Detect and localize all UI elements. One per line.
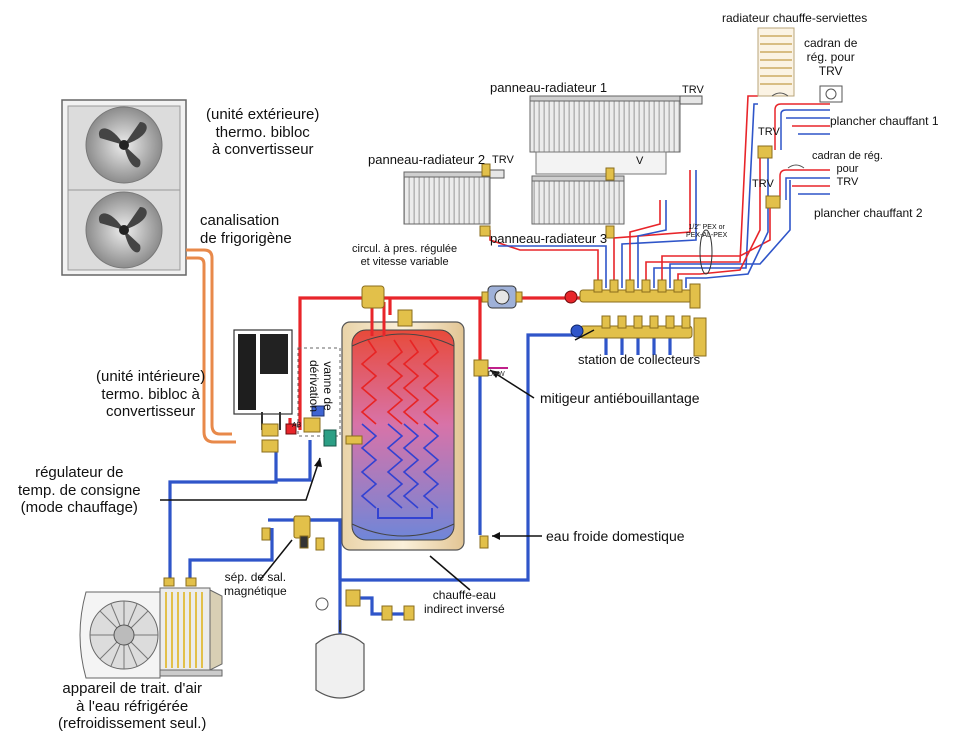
refrigerant-line-label-line1: canalisation xyxy=(200,212,280,229)
panel-radiator-2 xyxy=(403,169,505,225)
indoor-unit-label-line3: convertisseur xyxy=(106,403,196,421)
valve-ab-label: AB xyxy=(292,422,302,429)
fan-coil-label-line2: à l'eau réfrigérée xyxy=(76,697,189,715)
outdoor-unit-label-line3: à convertisseur xyxy=(211,141,314,159)
trv-dial-1-label-line2: rég. pour xyxy=(806,50,855,65)
indoor-unit xyxy=(233,329,293,430)
cold-water-label: eau froide domestique xyxy=(546,528,685,544)
floor-heating-2-label: plancher chauffant 2 xyxy=(814,206,923,220)
bypass-actuator xyxy=(303,405,337,447)
towel-radiator-label: radiateur chauffe-serviettes xyxy=(722,11,868,25)
trv-dial-1-label: cadran de rég. pour TRV xyxy=(804,36,857,78)
setpoint-controller-label: régulateur de temp. de consigne (mode ch… xyxy=(18,464,141,517)
indoor-unit-label-line1: (unité intérieure) xyxy=(96,368,206,385)
setpoint-controller-label-line3: (mode chauffage) xyxy=(20,499,138,517)
setpoint-controller-label-line2: temp. de consigne xyxy=(18,481,141,499)
pex-bundle-marker xyxy=(699,229,713,275)
outdoor-unit-label: (unité extérieure) thermo. bibloc à conv… xyxy=(206,106,319,159)
floor-valves xyxy=(757,145,781,209)
bypass-valve-label: vanne de dérivation xyxy=(306,360,335,413)
refrigerant-line-label-line2: de frigorigène xyxy=(200,229,292,247)
water-heater-label-line1: chauffe-eau xyxy=(432,588,496,602)
fan-coil-unit xyxy=(79,587,223,679)
panel-radiator-2-label: panneau-radiateur 2 xyxy=(368,152,486,167)
panel-radiator-1-label: panneau-radiateur 1 xyxy=(490,80,608,95)
bypass-valve-label-line2: dérivation xyxy=(307,360,322,413)
distribution-lines xyxy=(489,95,791,288)
brass-fittings xyxy=(163,163,615,621)
indoor-unit-label-line2: termo. bibloc à xyxy=(101,385,200,403)
trv-label-3: TRV xyxy=(758,126,780,138)
trv-label-2: TRV xyxy=(492,154,514,166)
expansion-tank xyxy=(315,597,365,699)
water-heater-label: chauffe-eau indirect inversé xyxy=(424,588,505,616)
floor-coil-1 xyxy=(774,103,830,150)
bypass-valve-box xyxy=(297,347,341,437)
circulator-label: circul. à pres. régulée et vitesse varia… xyxy=(352,243,457,269)
circulator-label-line1: circul. à pres. régulée xyxy=(352,243,458,255)
outdoor-unit-label-line1: (unité extérieure) xyxy=(206,106,320,123)
magnetic-separator-label: sép. de sal. magnétique xyxy=(224,570,287,598)
panel-radiator-3 xyxy=(531,175,625,225)
outdoor-unit xyxy=(61,99,187,276)
trv-dial-2-label-line2: pour xyxy=(836,162,859,175)
water-heater-label-line2: indirect inversé xyxy=(424,602,505,617)
floor-coil-2 xyxy=(779,169,830,200)
fan-coil-label-line3: (refroidissement seul.) xyxy=(58,715,207,733)
refrigerant-line-label: canalisation de frigorigène xyxy=(200,212,292,247)
panel-radiator-3-label: panneau-radiateur 3 xyxy=(490,231,608,246)
manifold-station xyxy=(564,279,707,357)
trv-dial-2-label-line3: TRV xyxy=(836,175,859,188)
magnetic-separator-label-line2: magnétique xyxy=(224,584,287,599)
trv-dial-2-label: cadran de rég. pour TRV xyxy=(812,150,883,189)
dhw-label: DHW xyxy=(488,371,505,378)
floor-heating-1-label: plancher chauffant 1 xyxy=(830,114,939,128)
setpoint-controller-label-line1: régulateur de xyxy=(35,464,124,481)
trv-label-1: TRV xyxy=(682,84,704,96)
indoor-unit-label: (unité intérieure) termo. bibloc à conve… xyxy=(96,368,205,421)
bypass-valve-label-line1: vanne de xyxy=(321,361,335,411)
anti-scald-mixer-label: mitigeur antiébouillantage xyxy=(540,390,700,406)
trv-dial-2-label-line1: cadran de rég. xyxy=(812,150,883,162)
valve-v-label: V xyxy=(636,155,644,167)
magnetic-separator-label-line1: sép. de sal. xyxy=(224,570,287,584)
trv-dial-2 xyxy=(787,164,805,169)
panel-radiator-1 xyxy=(529,95,703,175)
circulator-pump xyxy=(481,285,523,309)
trv-dial-1 xyxy=(771,85,843,103)
fan-coil-label: appareil de trait. d'air à l'eau réfrigé… xyxy=(58,680,206,733)
circulator-label-line2: et vitesse variable xyxy=(360,255,449,268)
refrigerant-lines xyxy=(186,248,236,444)
pex-label-line2: PEX-AL-PEX xyxy=(686,232,728,240)
trv-label-4: TRV xyxy=(752,178,774,190)
outdoor-unit-label-line2: thermo. bibloc xyxy=(215,123,310,141)
red-valve xyxy=(285,423,297,435)
towel-radiator xyxy=(757,27,795,97)
trv-dial-1-label-line1: cadran de xyxy=(804,36,858,50)
fan-coil-label-line1: appareil de trait. d'air xyxy=(62,680,202,697)
indirect-water-heater xyxy=(341,302,465,551)
manifold-station-label: station de collecteurs xyxy=(578,352,701,367)
pex-label: 1/2" PEX or PEX-AL-PEX xyxy=(686,224,727,241)
trv-dial-1-label-line3: TRV xyxy=(818,64,843,79)
pex-label-line1: 1/2" PEX or xyxy=(688,224,725,231)
